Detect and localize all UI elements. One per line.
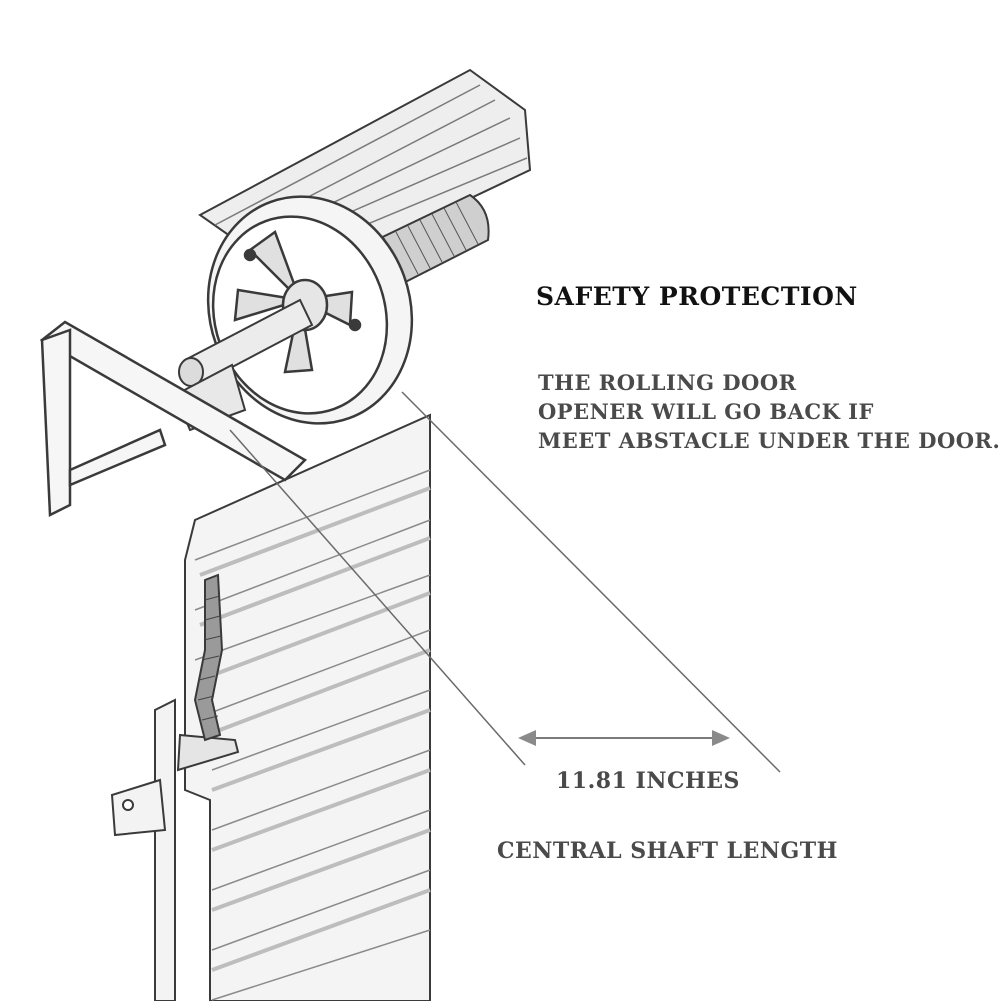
shaft-length-caption: CENTRAL SHAFT LENGTH [497,838,838,864]
description-line-1: THE ROLLING DOOR [538,370,797,395]
description-line-2: OPENER WILL GO BACK IF [538,399,874,424]
safety-heading: SAFETY PROTECTION [536,282,858,311]
description-line-3: MEET ABSTACLE UNDER THE DOOR. [538,428,1001,453]
dimension-arrow [518,730,730,746]
limit-strap [193,573,224,742]
side-guide-rail [110,698,240,1001]
central-shaft-pin [173,298,314,432]
dimension-leader-lines [229,391,781,773]
door-curtain [184,413,431,1001]
shaft-length-value: 11.81 INCHES [556,768,740,794]
